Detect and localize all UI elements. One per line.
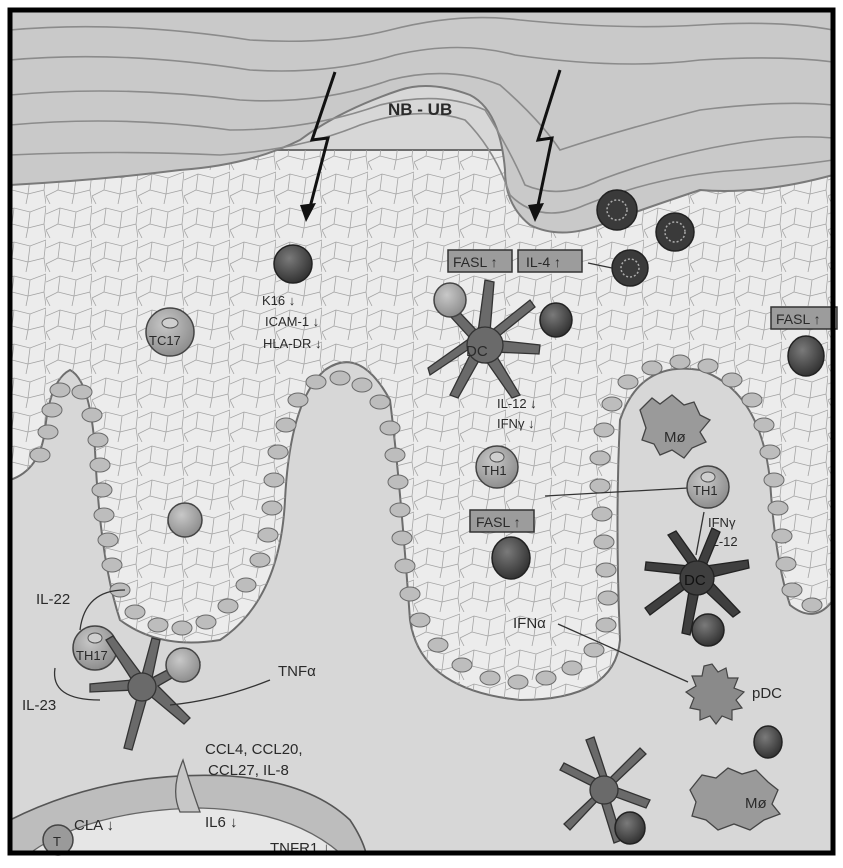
dc-label-epidermis: DC [466, 343, 488, 360]
dark-cell-lower-epidermis [492, 537, 530, 579]
th1-label-epidermis: TH1 [482, 463, 507, 478]
svg-text:IL-4 ↑: IL-4 ↑ [526, 254, 561, 270]
th17-label: TH17 [76, 648, 108, 663]
gray-cell-left-papilla [168, 503, 202, 537]
il22-label: IL-22 [36, 591, 70, 608]
dark-cell-lower [615, 812, 645, 844]
svg-text:FASL ↑: FASL ↑ [776, 311, 821, 327]
dark-cell-k16 [274, 245, 312, 283]
icam1-label: ICAM-1 ↓ [265, 314, 319, 329]
il23-label: IL-23 [22, 697, 56, 714]
mo-label-lower: Mø [745, 795, 767, 812]
hladr-label: HLA-DR ↓ [263, 336, 322, 351]
th1-nucleus-dermis [701, 472, 715, 482]
cla-label: CLA ↓ [74, 817, 114, 834]
dark-cell-dermis-1 [692, 614, 724, 646]
th17-nucleus [88, 633, 102, 643]
th1-nucleus-epidermis [490, 452, 504, 462]
fasl-box-1: FASL ↑ [448, 250, 512, 272]
il4-box: IL-4 ↑ [518, 250, 582, 272]
il6-label: IL6 ↓ [205, 814, 238, 831]
tc17-nucleus [162, 318, 178, 328]
tnfa-label: TNFα [278, 663, 316, 680]
ccl-line2-label: CCL27, IL-8 [208, 762, 289, 779]
nb-ub-label: NB - UB [388, 100, 452, 119]
dark-cell-right [788, 336, 824, 376]
gray-cell-epidermis [434, 283, 466, 317]
tc17-label: TC17 [149, 333, 181, 348]
th1-label-dermis: TH1 [693, 483, 718, 498]
tc17-cell [146, 308, 194, 356]
fasl-box-2: FASL ↑ [771, 307, 837, 329]
ccl-line1-label: CCL4, CCL20, [205, 741, 303, 758]
mo-label-papilla: Mø [664, 429, 686, 446]
svg-text:FASL ↑: FASL ↑ [453, 254, 498, 270]
ifng-down-label: IFNγ ↓ [497, 416, 535, 431]
gray-cell-left-dermis [166, 648, 200, 682]
k16-label: K16 ↓ [262, 293, 295, 308]
fasl-box-3: FASL ↑ [470, 510, 534, 532]
il12-down-label: IL-12 ↓ [497, 396, 537, 411]
dark-cell-epidermis [540, 303, 572, 337]
dc-label-dermis: DC [684, 572, 706, 589]
svg-text:FASL ↑: FASL ↑ [476, 514, 521, 530]
pdc-label: pDC [752, 685, 782, 702]
ifna-label: IFNα [513, 615, 546, 632]
dark-cell-dermis-2 [754, 726, 782, 758]
t-cell-label: T [53, 834, 61, 849]
